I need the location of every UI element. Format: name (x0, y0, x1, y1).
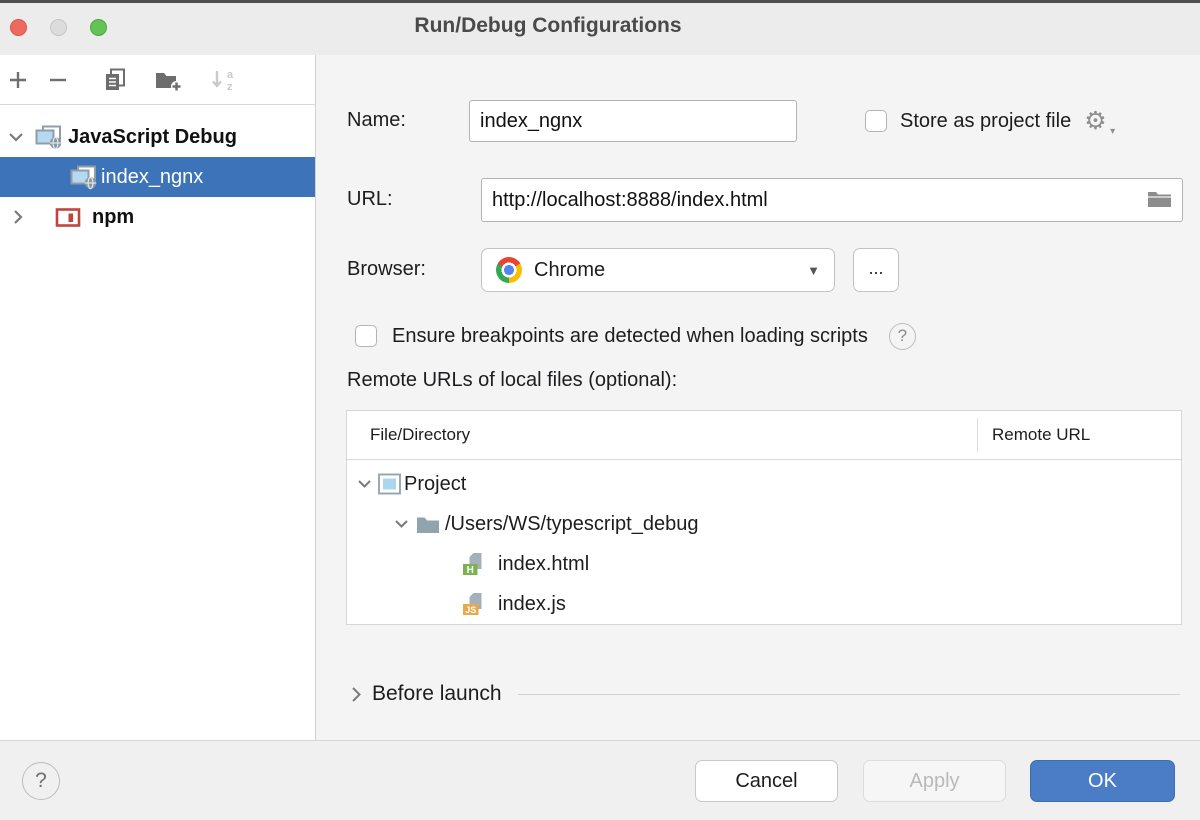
html-file-icon: H (462, 552, 486, 577)
ok-button[interactable]: OK (1030, 760, 1175, 802)
table-row-label: /Users/WS/typescript_debug (445, 512, 699, 535)
npm-icon (55, 205, 82, 230)
svg-text:JS: JS (465, 605, 476, 615)
folder-open-icon[interactable] (1147, 190, 1172, 209)
sidebar-toolbar: a z (0, 55, 315, 105)
js-debug-icon (35, 125, 62, 150)
url-input[interactable] (481, 178, 1183, 222)
browser-label: Browser: (347, 258, 426, 280)
configurations-tree: JavaScript Debug index_ngnx (0, 117, 315, 237)
column-header-file-directory: File/Directory (370, 425, 471, 444)
before-launch-label: Before launch (372, 682, 502, 705)
table-row-label: Project (404, 472, 467, 495)
store-as-project-file-label: Store as project file (900, 109, 1072, 132)
chevron-down-icon[interactable] (394, 519, 409, 529)
browser-dropdown[interactable]: Chrome ▼ (481, 248, 835, 292)
store-as-project-file-checkbox[interactable] (865, 110, 887, 132)
remote-urls-table: File/Directory Remote URL Project (346, 410, 1182, 625)
column-divider (977, 418, 978, 452)
table-row-index-html[interactable]: H index.html (347, 544, 1181, 584)
url-label: URL: (347, 188, 393, 210)
table-row-index-js[interactable]: JS index.js (347, 584, 1181, 624)
sort-alpha-icon: a z (209, 66, 237, 94)
js-debug-icon (70, 165, 97, 190)
remove-icon[interactable] (44, 66, 72, 94)
browser-value: Chrome (534, 258, 606, 281)
column-header-remote-url: Remote URL (992, 425, 1091, 444)
apply-button[interactable]: Apply (863, 760, 1006, 802)
tree-item-label: npm (92, 205, 135, 228)
project-icon (378, 473, 402, 495)
copy-icon[interactable] (101, 66, 129, 94)
tree-item-index-ngnx[interactable]: index_ngnx (0, 157, 315, 197)
chevron-right-icon[interactable] (8, 209, 28, 225)
add-icon[interactable] (4, 66, 32, 94)
zoom-window-button[interactable] (90, 19, 107, 36)
gear-icon[interactable]: ⚙▾ (1084, 107, 1116, 137)
close-window-button[interactable] (10, 19, 27, 36)
configuration-form: Name: Store as project file ⚙▾ URL: Brow… (317, 55, 1200, 740)
table-header: File/Directory Remote URL (347, 411, 1181, 460)
js-file-icon: JS (462, 592, 486, 617)
tree-item-javascript-debug[interactable]: JavaScript Debug (0, 117, 315, 157)
dialog-footer: ? Cancel Apply OK (0, 740, 1200, 820)
tree-item-label: index_ngnx (101, 165, 204, 188)
tree-item-npm[interactable]: npm (0, 197, 315, 237)
new-folder-icon[interactable] (154, 66, 182, 94)
name-label: Name: (347, 109, 406, 131)
remote-urls-label: Remote URLs of local files (optional): (347, 369, 678, 391)
chevron-down-icon[interactable] (357, 479, 372, 489)
svg-text:z: z (227, 81, 233, 92)
minimize-window-button[interactable] (50, 19, 67, 36)
titlebar: Run/Debug Configurations (0, 0, 1200, 55)
table-row-label: index.js (498, 592, 566, 615)
table-row-label: index.html (498, 552, 590, 575)
chevron-right-icon[interactable] (351, 686, 361, 703)
chrome-icon (496, 257, 522, 283)
name-input[interactable] (469, 100, 797, 142)
ensure-breakpoints-label: Ensure breakpoints are detected when loa… (392, 324, 868, 347)
cancel-button[interactable]: Cancel (695, 760, 838, 802)
svg-text:H: H (467, 565, 474, 576)
svg-text:a: a (227, 69, 234, 81)
section-divider (517, 693, 1180, 695)
folder-icon (416, 515, 440, 534)
help-icon[interactable]: ? (888, 322, 916, 350)
browse-more-button[interactable]: ... (853, 248, 899, 292)
ensure-breakpoints-checkbox[interactable] (355, 325, 377, 347)
dropdown-caret-icon: ▼ (807, 262, 820, 278)
tree-item-label: JavaScript Debug (68, 125, 237, 148)
window-top-edge (0, 0, 1200, 3)
chevron-down-icon[interactable] (6, 132, 26, 142)
help-button[interactable]: ? (22, 762, 60, 800)
configurations-sidebar: a z JavaScript Debug (0, 55, 316, 740)
table-row-directory[interactable]: /Users/WS/typescript_debug (347, 504, 1181, 544)
before-launch-section[interactable]: Before launch (351, 680, 1180, 708)
table-row-project[interactable]: Project (347, 464, 1181, 504)
dialog-title: Run/Debug Configurations (414, 14, 682, 37)
